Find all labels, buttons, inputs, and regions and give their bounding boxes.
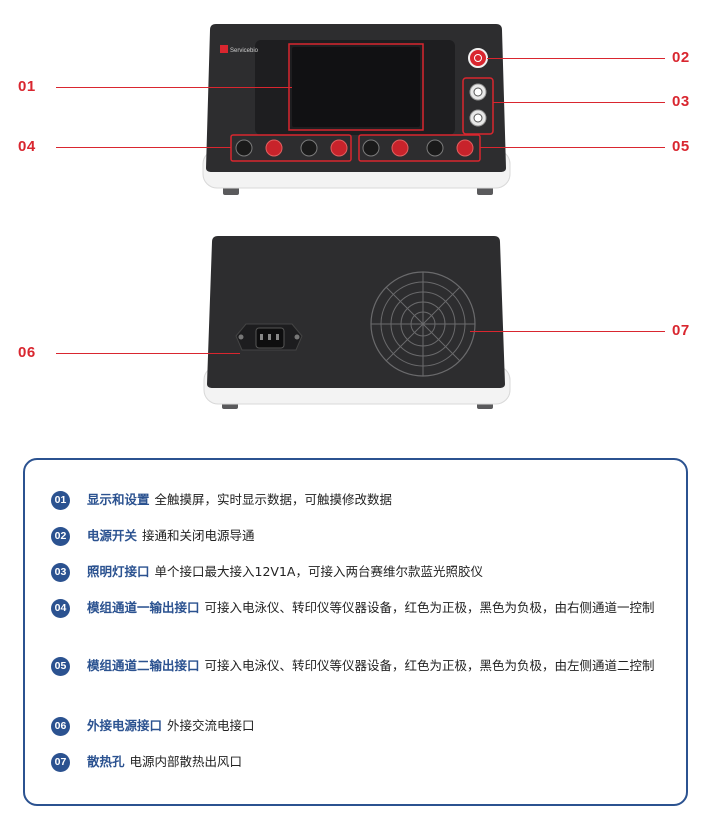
callout-label-07: 07 xyxy=(672,322,690,339)
power-inlet-pin-1 xyxy=(260,334,263,340)
spec-title-03: 照明灯接口 xyxy=(87,564,150,579)
spec-desc-01: 全触摸屏，实时显示数据，可触摸修改数据 xyxy=(154,492,393,507)
leader-line-01 xyxy=(56,87,292,88)
spec-item-02: 02 电源开关接通和关闭电源导通 xyxy=(51,524,671,548)
leader-line-04 xyxy=(56,147,231,148)
callout-box-03 xyxy=(462,77,494,135)
spec-badge-06: 06 xyxy=(51,717,70,736)
spec-item-07: 07 散热孔电源内部散热出风口 xyxy=(51,750,671,774)
lamp-port-1-hole xyxy=(473,87,483,97)
ch1-terminal-red-1 xyxy=(265,139,283,157)
spec-badge-04: 04 xyxy=(51,599,70,618)
power-switch xyxy=(468,48,488,68)
spec-item-04: 04 模组通道一输出接口可接入电泳仪、转印仪等仪器设备，红色为正极，黑色为负极，… xyxy=(51,596,671,620)
fan-vent xyxy=(370,271,476,377)
callout-label-01: 01 xyxy=(18,78,36,95)
power-inlet-pin-3 xyxy=(276,334,279,340)
ch1-terminal-black-2 xyxy=(300,139,318,157)
spec-desc-07: 电源内部散热出风口 xyxy=(129,754,243,769)
spec-panel: 01 显示和设置全触摸屏，实时显示数据，可触摸修改数据 02 电源开关接通和关闭… xyxy=(23,458,688,806)
leader-line-05 xyxy=(480,147,665,148)
spec-item-06: 06 外接电源接口外接交流电接口 xyxy=(51,714,671,738)
ch1-terminal-red-2 xyxy=(330,139,348,157)
ch2-terminal-red-1 xyxy=(391,139,409,157)
ch2-terminal-red-2 xyxy=(456,139,474,157)
spec-title-01: 显示和设置 xyxy=(87,492,150,507)
ch1-terminal-black-1 xyxy=(235,139,253,157)
spec-badge-03: 03 xyxy=(51,563,70,582)
callout-box-05 xyxy=(358,134,481,162)
spec-badge-05: 05 xyxy=(51,657,70,676)
fan-spoke-4 xyxy=(385,286,461,362)
spec-title-05: 模组通道二输出接口 xyxy=(87,658,200,673)
spec-item-05: 05 模组通道二输出接口可接入电泳仪、转印仪等仪器设备，红色为正极，黑色为负极，… xyxy=(51,654,671,678)
spec-desc-04: 可接入电泳仪、转印仪等仪器设备，红色为正极，黑色为负极，由右侧通道一控制 xyxy=(204,600,655,615)
lamp-port-2-hole xyxy=(473,113,483,123)
spec-title-07: 散热孔 xyxy=(87,754,125,769)
callout-label-06: 06 xyxy=(18,344,36,361)
spec-title-04: 模组通道一输出接口 xyxy=(87,600,200,615)
spec-desc-05: 可接入电泳仪、转印仪等仪器设备，红色为正极，黑色为负极，由左侧通道二控制 xyxy=(204,658,655,673)
spec-item-03: 03 照明灯接口单个接口最大接入12V1A，可接入两台赛维尔款蓝光照胶仪 xyxy=(51,560,671,584)
spec-desc-02: 接通和关闭电源导通 xyxy=(142,528,255,543)
brand-logo-icon xyxy=(220,45,228,53)
spec-desc-03: 单个接口最大接入12V1A，可接入两台赛维尔款蓝光照胶仪 xyxy=(154,564,483,579)
ch2-terminal-black-2 xyxy=(426,139,444,157)
spec-badge-07: 07 xyxy=(51,753,70,772)
spec-desc-06: 外接交流电接口 xyxy=(167,718,255,733)
callout-label-04: 04 xyxy=(18,138,36,155)
spec-title-02: 电源开关 xyxy=(87,528,138,543)
ch2-terminal-black-1 xyxy=(362,139,380,157)
leader-line-07 xyxy=(470,331,665,332)
callout-label-02: 02 xyxy=(672,49,690,66)
power-inlet-screw-right xyxy=(294,334,300,340)
callout-label-05: 05 xyxy=(672,138,690,155)
spec-title-06: 外接电源接口 xyxy=(87,718,163,733)
spec-badge-02: 02 xyxy=(51,527,70,546)
power-inlet-screw-left xyxy=(238,334,244,340)
leader-line-06 xyxy=(56,353,240,354)
back-body xyxy=(207,236,505,388)
spec-item-01: 01 显示和设置全触摸屏，实时显示数据，可触摸修改数据 xyxy=(51,488,671,512)
brand-logo-text: Servicebio xyxy=(230,48,259,54)
power-icon xyxy=(474,54,482,62)
device-front-view: Servicebio xyxy=(202,24,511,195)
power-inlet-pin-2 xyxy=(268,334,271,340)
device-back-view xyxy=(203,236,511,409)
spec-badge-01: 01 xyxy=(51,491,70,510)
touch-screen xyxy=(292,47,420,127)
leader-line-03 xyxy=(493,102,665,103)
leader-line-02 xyxy=(487,58,665,59)
callout-box-04 xyxy=(230,134,352,162)
callout-label-03: 03 xyxy=(672,93,690,110)
